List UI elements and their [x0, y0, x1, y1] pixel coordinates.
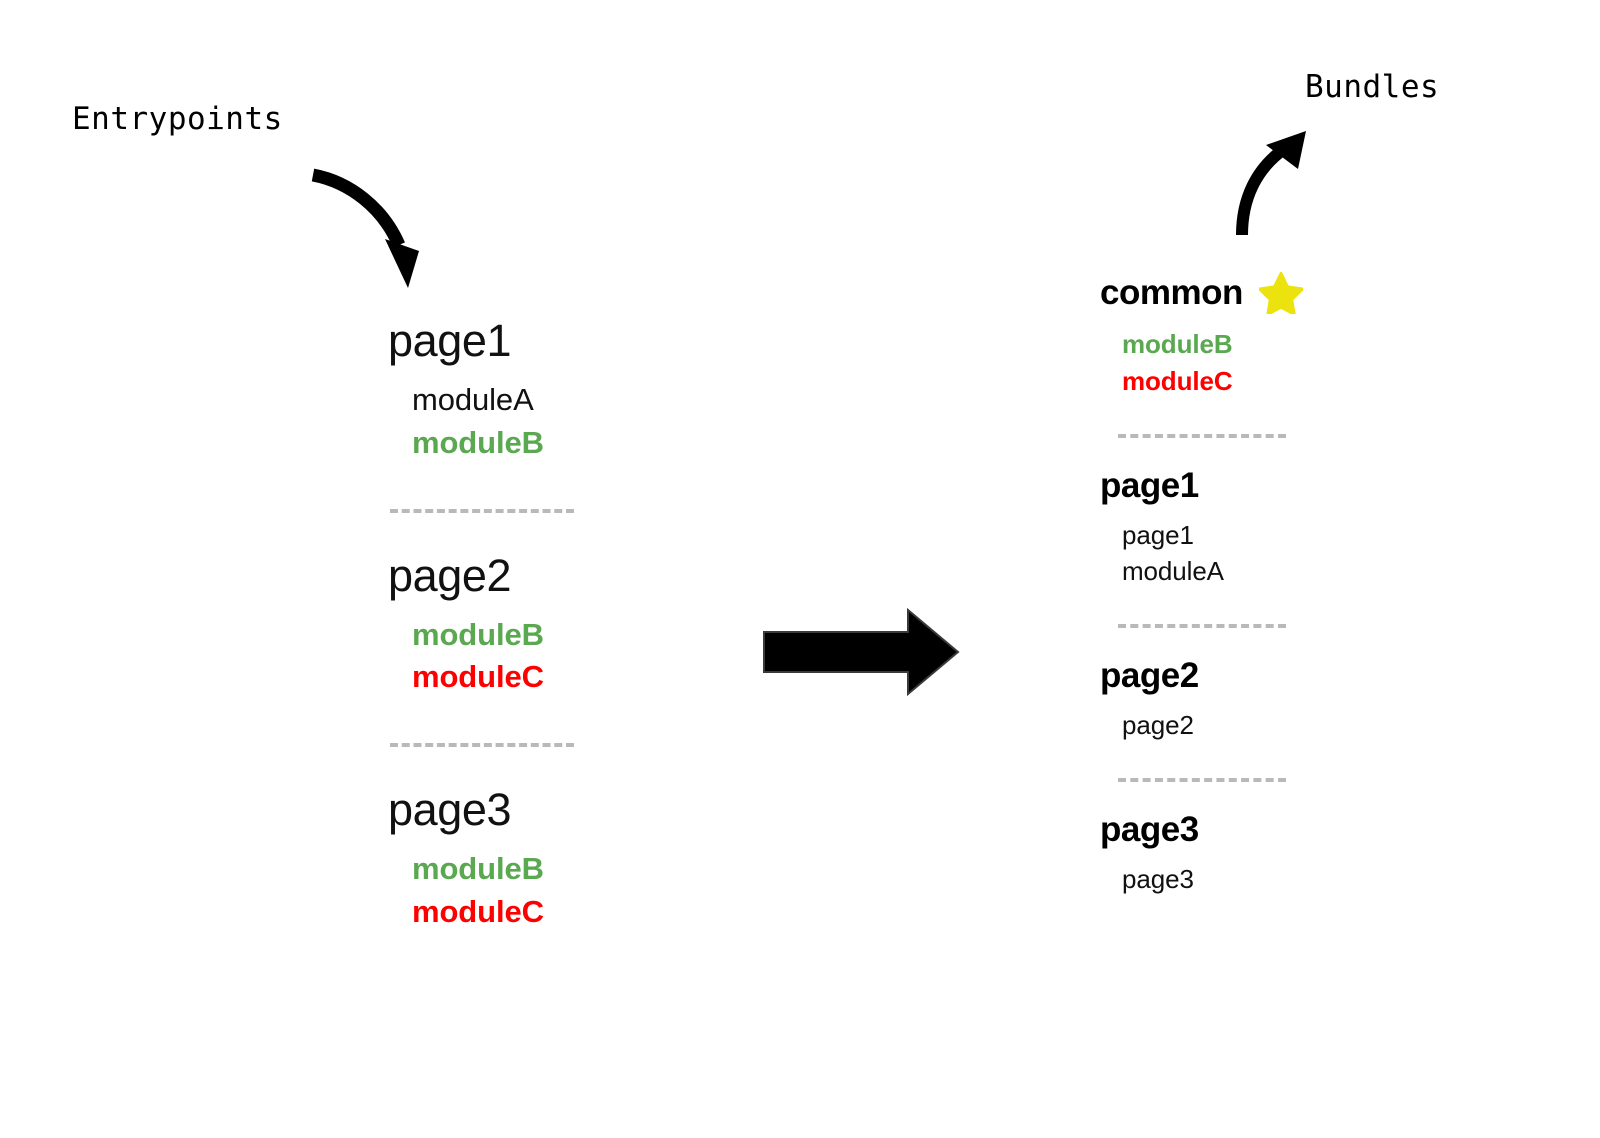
group-separator — [1118, 624, 1286, 629]
bundle-item: moduleB — [1122, 329, 1233, 359]
bundle-title-row: common — [1100, 272, 1440, 316]
bundle-title: page1 — [1100, 465, 1199, 505]
bundle-item: page2 — [1122, 710, 1194, 741]
entrypoint-title: page2 — [388, 549, 512, 601]
entrypoints-list: page1 moduleA moduleB page2 moduleB modu… — [388, 318, 718, 934]
curved-arrow-down-right-icon — [311, 168, 419, 288]
bundle-title: common — [1100, 272, 1243, 312]
bundle-modules: page1 moduleA — [1122, 517, 1440, 591]
entrypoint-group: page1 moduleA moduleB — [388, 318, 718, 465]
transform-arrow — [762, 607, 962, 697]
group-separator — [390, 508, 574, 513]
bundle-item: moduleC — [1122, 365, 1233, 396]
bundle-item: page3 — [1122, 863, 1194, 894]
entrypoint-modules: moduleB moduleC — [412, 614, 718, 700]
bundle-group: common moduleB moduleC — [1100, 272, 1440, 400]
group-separator — [1118, 433, 1286, 438]
bundle-title-row: page1 — [1100, 465, 1440, 505]
group-separator — [390, 743, 574, 748]
module-item: moduleA — [412, 382, 534, 417]
bundle-modules: page3 — [1122, 861, 1440, 898]
entrypoints-curved-arrow — [295, 155, 435, 300]
entrypoint-group: page2 moduleB moduleC — [388, 553, 718, 700]
module-item: moduleC — [412, 659, 544, 695]
entrypoint-modules: moduleA moduleB — [412, 379, 718, 465]
bundles-caption: Bundles — [1305, 69, 1440, 105]
bundle-item: page1 — [1122, 519, 1194, 550]
entrypoints-caption: Entrypoints — [72, 101, 283, 137]
bundle-item: moduleA — [1122, 556, 1224, 587]
bundle-title: page2 — [1100, 656, 1199, 696]
bundle-title-row: page3 — [1100, 810, 1440, 850]
bundles-curved-arrow — [1228, 125, 1333, 243]
bundles-list: common moduleB moduleC page1 page1 modul… — [1100, 272, 1440, 898]
entrypoint-group: page3 moduleB moduleC — [388, 787, 718, 934]
module-item: moduleB — [412, 851, 544, 887]
entrypoint-modules: moduleB moduleC — [412, 848, 718, 934]
star-icon — [1257, 272, 1304, 316]
group-separator — [1118, 778, 1286, 783]
module-item: moduleC — [412, 893, 544, 929]
bundle-modules: moduleB moduleC — [1122, 326, 1440, 400]
entrypoint-title: page1 — [388, 315, 512, 366]
curved-arrow-up-right-icon — [1236, 131, 1306, 236]
bundle-group: page3 page3 — [1100, 810, 1440, 898]
module-item: moduleB — [412, 616, 544, 652]
entrypoint-title: page3 — [388, 784, 512, 836]
module-item: moduleB — [412, 424, 544, 460]
bundle-group: page2 page2 — [1100, 658, 1440, 744]
bundle-title-row: page2 — [1100, 658, 1440, 695]
bundle-modules: page2 — [1122, 707, 1440, 744]
thick-arrow-right-icon — [763, 607, 960, 697]
bundle-group: page1 page1 moduleA — [1100, 465, 1440, 591]
bundle-title: page3 — [1100, 810, 1199, 850]
